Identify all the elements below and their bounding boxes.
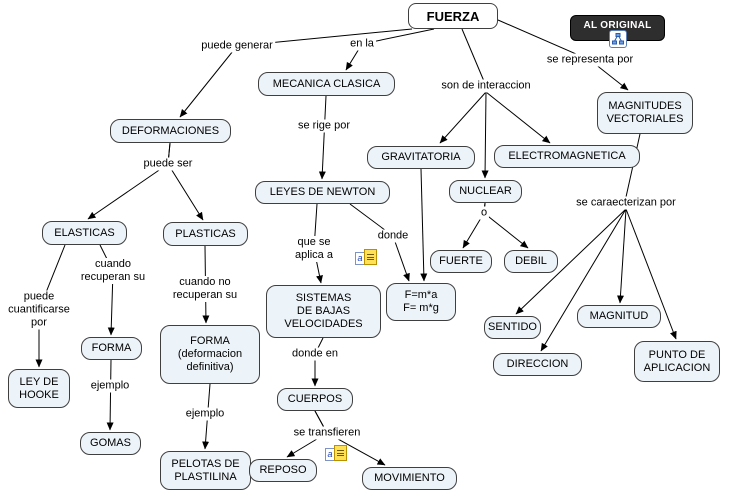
node-gomas: GOMAS xyxy=(80,432,141,455)
cmap-logo-icon[interactable] xyxy=(609,30,627,48)
edge-fuerza-interaccion-trunk xyxy=(461,28,487,87)
node-formulas: F=m*a F= m*g xyxy=(386,283,456,321)
edge-label-o: o xyxy=(478,206,490,220)
node-fuerte: FUERTE xyxy=(430,250,492,273)
node-fuerza: FUERZA xyxy=(408,3,498,29)
resource-icon[interactable]: a xyxy=(355,249,379,268)
edge-interaccion-electromagnetica xyxy=(485,91,551,144)
node-electromagnetica: ELECTROMAGNETICA xyxy=(494,145,640,168)
node-cuerpos: CUERPOS xyxy=(277,388,353,411)
edge-label-puede-cuantificarse: puede cuantificarse por xyxy=(6,290,72,330)
resource-page-icon xyxy=(364,249,377,265)
node-leyes-de-newton: LEYES DE NEWTON xyxy=(255,181,390,204)
edge-label-puede-ser: puede ser xyxy=(141,157,195,171)
node-direccion: DIRECCION xyxy=(493,353,582,376)
node-mecanica-clasica: MECANICA CLASICA xyxy=(258,72,395,96)
edge-label-ejemplo-1: ejemplo xyxy=(88,379,132,393)
node-forma-definitiva: FORMA (deformacion definitiva) xyxy=(160,325,260,384)
node-plasticas: PLASTICAS xyxy=(163,222,248,246)
edge-label-se-caracterizan-por: se caraecterizan por xyxy=(574,196,678,210)
edge-interaccion-gravitatoria xyxy=(439,91,487,144)
edge-label-donde-en: donde en xyxy=(290,347,340,361)
node-magnitudes-vectoriales: MAGNITUDES VECTORIALES xyxy=(597,92,693,134)
edge-label-ejemplo-2: ejemplo xyxy=(183,407,227,421)
resource-icon[interactable]: a xyxy=(325,445,349,464)
edge-label-se-representa-por: se representa por xyxy=(544,53,636,67)
node-nuclear: NUCLEAR xyxy=(449,180,522,203)
edge-sistemas-cuerpos xyxy=(311,337,324,387)
edge-gravitatoria-formulas xyxy=(420,168,428,282)
resource-page-icon xyxy=(334,445,347,461)
node-ley-de-hooke: LEY DE HOOKE xyxy=(8,369,70,408)
node-deformaciones: DEFORMACIONES xyxy=(110,119,231,143)
edge-leyes-formulas xyxy=(349,203,410,282)
node-forma: FORMA xyxy=(81,337,142,360)
al-original-label: AL ORIGINAL xyxy=(583,20,652,31)
node-pelotas-de-plastilina: PELOTAS DE PLASTILINA xyxy=(160,451,251,490)
node-reposo: REPOSO xyxy=(249,459,317,482)
edge-label-cuando-no-recuperan: cuando no recuperan su xyxy=(170,276,240,302)
edge-label-donde: donde xyxy=(375,229,411,243)
node-movimiento: MOVIMIENTO xyxy=(362,467,457,490)
edge-nuclear-debil xyxy=(483,202,529,249)
node-sentido: SENTIDO xyxy=(484,316,541,339)
al-original-button[interactable]: AL ORIGINAL xyxy=(570,15,665,41)
node-elasticas: ELASTICAS xyxy=(42,221,127,245)
node-debil: DEBIL xyxy=(504,250,558,273)
edge-mecanica-leyes xyxy=(318,95,327,180)
edge-label-cuando-recuperan: cuando recuperan su xyxy=(78,258,148,284)
node-gravitatoria: GRAVITATORIA xyxy=(367,146,475,169)
edge-caracterizan-sentido xyxy=(515,208,627,315)
edge-forma-gomas xyxy=(106,359,114,431)
edge-caracterizan-direccion xyxy=(540,208,627,352)
edge-label-puede-generar: puede generar xyxy=(199,39,275,53)
edge-interaccion-nuclear xyxy=(481,91,489,179)
edge-deformaciones-plasticas xyxy=(167,142,204,221)
node-sistemas-bajas-velocidades: SISTEMAS DE BAJAS VELOCIDADES xyxy=(266,285,381,338)
edge-deformaciones-elasticas xyxy=(87,142,171,220)
edge-label-se-rige-por: se rige por xyxy=(296,119,352,133)
node-magnitud: MAGNITUD xyxy=(577,305,661,328)
edge-label-son-de-interaccion: son de interaccion xyxy=(439,79,533,93)
cmap-logo-glyph xyxy=(612,33,624,45)
edge-caracterizan-magnitud xyxy=(616,208,627,304)
edge-label-se-transfieren: se transfieren xyxy=(291,426,363,440)
edge-caracterizan-punto xyxy=(625,208,677,340)
edge-label-en-la: en la xyxy=(348,37,376,51)
edge-label-que-se-aplica-a: que se aplica a xyxy=(293,236,335,262)
node-punto-de-aplicacion: PUNTO DE APLICACION xyxy=(634,341,720,382)
